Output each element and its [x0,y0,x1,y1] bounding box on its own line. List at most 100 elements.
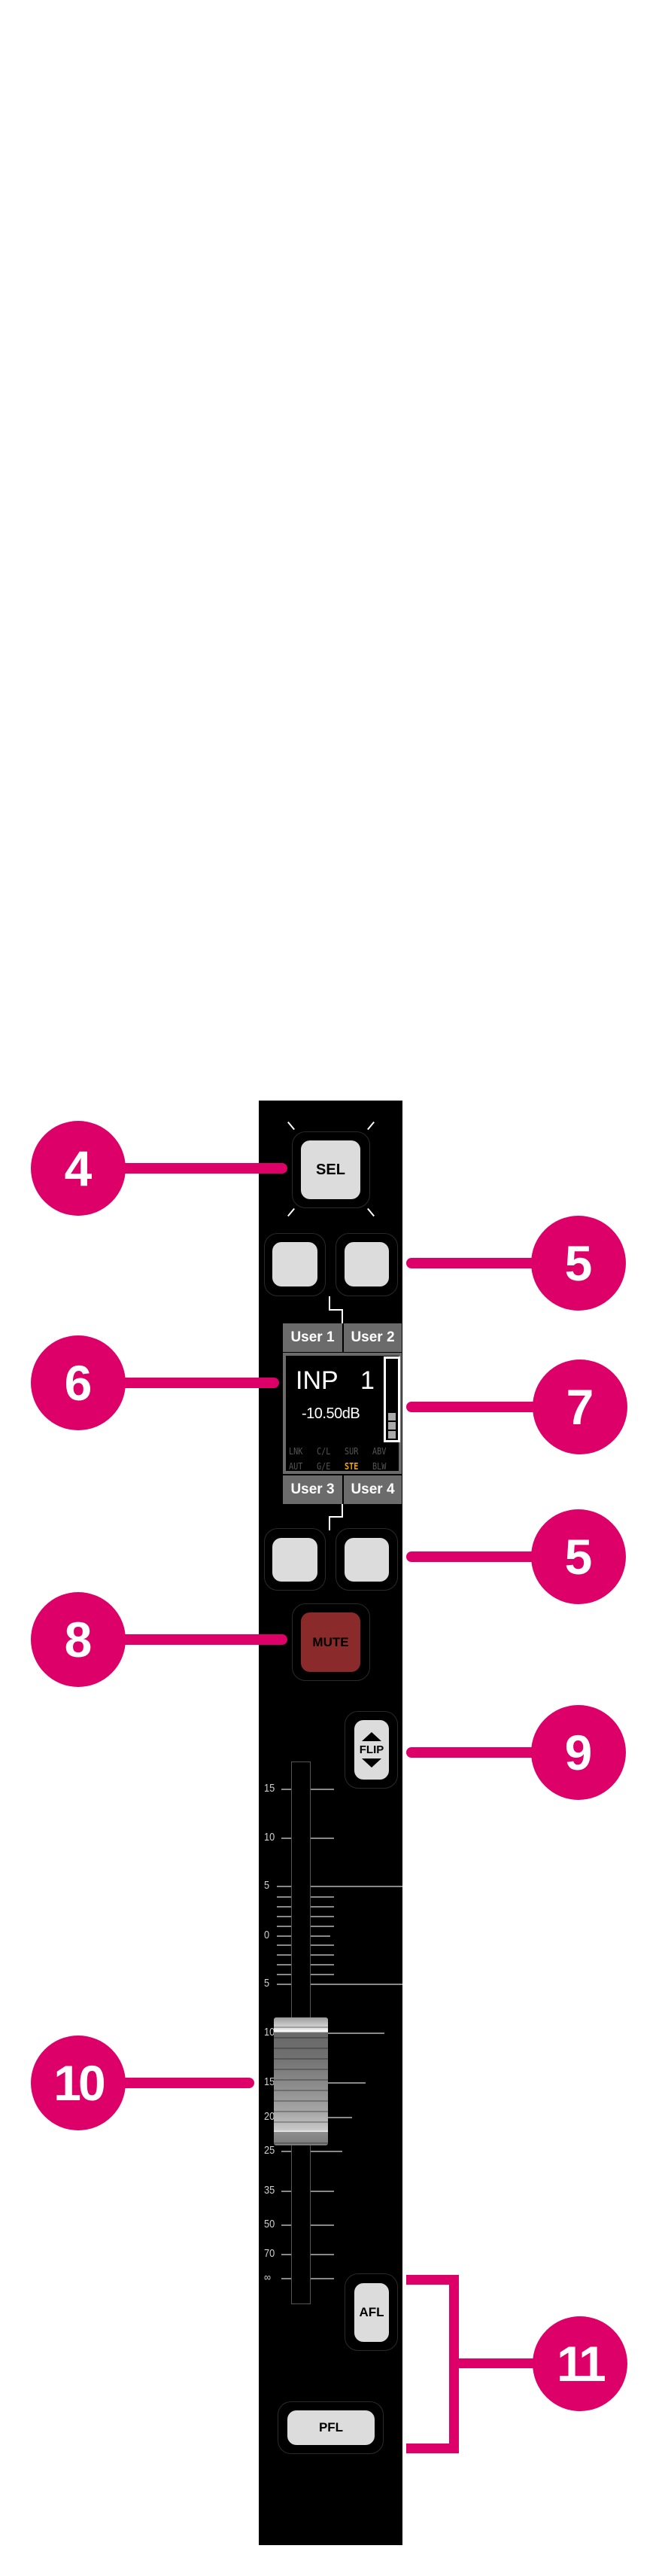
flip-label: FLIP [359,1743,384,1756]
callout-line [457,2358,540,2368]
status-ge: G/E [317,1461,331,1472]
fader-minor-tick [277,1944,291,1946]
fader-scale-label: 35 [264,2184,275,2197]
connector-line [329,1516,343,1518]
fader-tick [311,2254,334,2255]
status-cl: C/L [317,1446,331,1457]
callout-10: 10 [31,2036,126,2130]
fader-minor-tick [277,1954,291,1956]
callout-5-bottom: 5 [531,1509,626,1604]
callout-7: 7 [533,1360,627,1454]
display-channel: 1 [360,1366,375,1395]
display-gain: -10.50dB [302,1405,360,1422]
callout-4: 4 [31,1121,126,1216]
user-tab-4: User 4 [344,1475,402,1504]
fader-tick [277,1984,291,1985]
fader-scale-label: 0 [264,1929,270,1941]
user-tab-1: User 1 [283,1323,342,1352]
fader-tick [311,1886,402,1887]
fader-tick [281,2224,291,2226]
pfl-button[interactable]: PFL [287,2410,375,2445]
user-tab-2: User 2 [344,1323,402,1352]
status-blw: BLW [372,1461,387,1472]
sel-button[interactable]: SEL [301,1140,360,1199]
level-meter [384,1357,400,1442]
fader-tick [277,1935,291,1937]
user-tabs-bottom: User 3 User 4 [283,1475,402,1504]
fader-cap-grip [274,2017,328,2145]
fader-tick [281,2278,291,2279]
user-tabs-top: User 1 User 2 [283,1323,402,1352]
status-sur: SUR [345,1446,359,1457]
fader-tick [311,2082,366,2084]
callout-line [406,1258,538,1268]
fader-tick [311,2224,334,2226]
status-abv: ABV [372,1446,387,1457]
fader-minor-tick [311,1926,334,1927]
fader-tick [311,2278,334,2279]
connector-line [329,1296,330,1311]
user-key-4[interactable] [345,1538,389,1582]
afl-button[interactable]: AFL [354,2283,389,2342]
arrow-up-icon [362,1732,381,1741]
fader-scale-label: 50 [264,2218,275,2230]
fader-scale-label: 15 [264,2075,275,2088]
fader-scale-label: 5 [264,1977,270,1990]
status-lnk: LNK [289,1446,303,1457]
fader-tick [311,2151,342,2152]
fader-tick [281,2254,291,2255]
user-key-3[interactable] [272,1538,317,1582]
channel-display: INP 1 -10.50dB LNK C/L SUR ABV AUT G/E S… [283,1353,402,1474]
fader-tick [311,1789,334,1790]
callout-bracket [406,2275,459,2453]
callout-5-top: 5 [531,1216,626,1311]
meter-segment [388,1422,396,1430]
fader-scale-label: 10 [264,2026,275,2039]
callout-8: 8 [31,1592,126,1687]
fader-minor-tick [277,1916,291,1917]
user-key-1[interactable] [272,1242,317,1286]
user-key-2[interactable] [345,1242,389,1286]
connector-line [329,1309,343,1311]
mute-button[interactable]: MUTE [301,1612,360,1672]
callout-line [406,1402,538,1412]
fader-minor-tick [311,1964,334,1965]
fader-minor-tick [277,1906,291,1908]
callout-9: 9 [531,1705,626,1800]
callout-line [406,1747,538,1758]
meter-segments [388,1413,396,1439]
connector-line [342,1309,343,1323]
meter-segment [388,1431,396,1439]
callout-line [406,1551,538,1562]
callout-6: 6 [31,1335,126,1430]
fader-minor-tick [311,1954,334,1956]
arrow-down-icon [362,1758,381,1768]
fader-cap[interactable] [274,2017,328,2145]
fader-minor-tick [311,1896,334,1898]
fader-minor-tick [277,1964,291,1965]
connector-line [342,1504,343,1518]
fader-minor-tick [311,1916,334,1917]
fader-tick [281,1838,291,1839]
fader-tick [281,2151,291,2152]
fader-minor-tick [311,1974,334,1975]
fader-minor-tick [311,1906,334,1908]
fader-scale-label: 15 [264,1782,275,1795]
fader-scale-label: 25 [264,2144,275,2157]
fader-tick [311,2117,352,2118]
display-source: INP [296,1366,339,1395]
user-tab-3: User 3 [283,1475,342,1504]
callout-line [120,1378,279,1388]
flip-button[interactable]: FLIP [354,1720,389,1780]
status-ste: STE [345,1461,359,1472]
callout-line [120,1634,287,1645]
fader-scale-label: 10 [264,1831,275,1844]
connector-line [329,1516,330,1530]
fader-minor-tick [277,1896,291,1898]
fader-minor-tick [311,1944,334,1946]
fader-minor-tick [277,1974,291,1975]
fader-tick [311,1838,334,1839]
fader-tick [281,2191,291,2192]
fader-tick [311,1935,330,1937]
fader-tick [277,1886,291,1887]
